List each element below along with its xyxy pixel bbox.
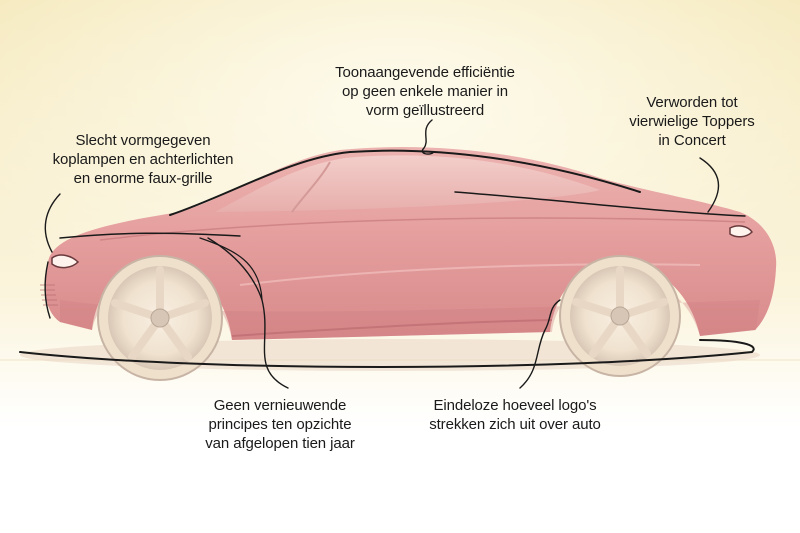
caption-efficiency: Toonaangevende efficiëntie op geen enkel… (305, 63, 545, 120)
caption-principles: Geen vernieuwende principes ten opzichte… (175, 396, 385, 453)
annotation-leaders (44, 119, 720, 389)
caption-principles-line-2: principes ten opzichte (208, 416, 352, 433)
caption-grille-line-2: koplampen en achterlichten (52, 151, 234, 168)
caption-toppers-line-1: Verworden tot (646, 94, 738, 111)
leader-logos (519, 299, 561, 389)
caption-logos-line-1: Eindeloze hoeveel logo's (433, 397, 597, 414)
front-wheel (97, 255, 223, 381)
caption-grille-line-1: Slecht vormgegeven (75, 132, 211, 149)
caption-efficiency-line-3: vorm geïllustreerd (365, 102, 485, 119)
caption-principles-line-3: van afgelopen tien jaar (205, 435, 355, 452)
caption-logos: Eindeloze hoeveel logo's strekken zich u… (400, 396, 630, 434)
tail-light (729, 225, 753, 238)
rear-wheel (559, 255, 681, 377)
leader-efficiency (421, 119, 435, 155)
caption-toppers-line-2: vierwielige Toppers (629, 113, 755, 130)
ink-outline (19, 149, 755, 368)
leader-toppers (699, 157, 720, 213)
caption-logos-line-2: strekken zich uit over auto (429, 416, 601, 433)
caption-toppers-line-3: in Concert (658, 132, 726, 149)
caption-toppers: Verworden tot vierwielige Toppers in Con… (597, 93, 787, 150)
leader-grille (44, 193, 61, 253)
caption-efficiency-line-2: op geen enkele manier in (341, 83, 509, 100)
caption-grille: Slecht vormgegeven koplampen en achterli… (28, 131, 258, 188)
leader-principles (207, 237, 289, 389)
caption-grille-line-3: en enorme faux-grille (73, 170, 213, 187)
caption-principles-line-1: Geen vernieuwende (213, 397, 347, 414)
headlight (51, 254, 80, 269)
caption-efficiency-line-1: Toonaangevende efficiëntie (335, 64, 515, 81)
